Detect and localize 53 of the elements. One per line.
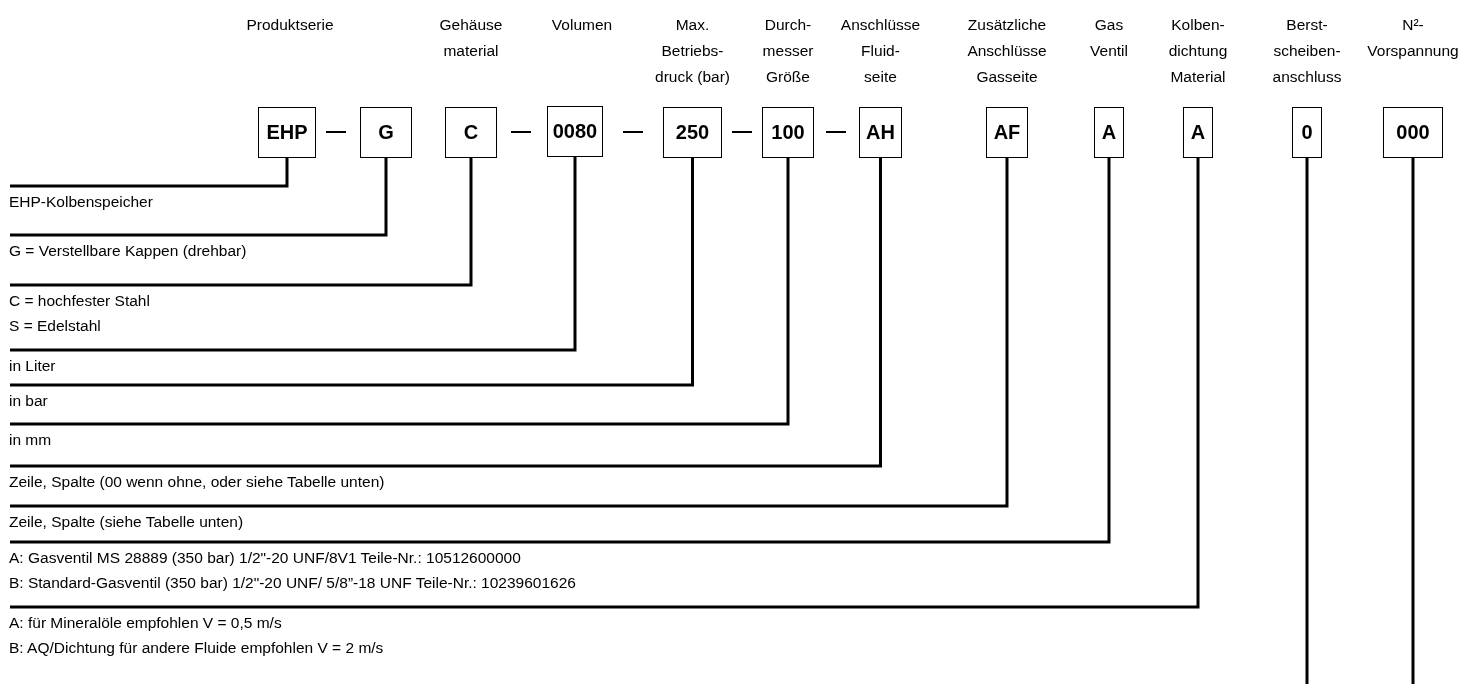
column-heading: Volumen [551,15,613,35]
code-box: 250 [663,107,722,158]
explanation-text: B: AQ/Dichtung für andere Fluide empfohlen V = 2 m/s [9,638,384,658]
separator-dash: — [732,119,752,142]
explanation-text: A: Gasventil MS 28889 (350 bar) 1/2"-20 UNF/8V1 Teile-Nr.: 10512600000 [9,548,521,568]
leader-line [1411,158,1415,684]
column-heading: N²- Vorspannung [1367,15,1459,61]
leader-line [10,158,1200,609]
code-box: AF [986,107,1028,158]
explanation-text: G = Verstellbare Kappen (drehbar) [9,241,247,261]
code-box: 0080 [547,106,603,157]
column-heading: Anschlüsse Fluid- seite [840,15,921,87]
column-heading: Kolben- dichtung Material [1168,15,1228,87]
explanation-text: in mm [9,430,52,450]
code-box: 0 [1292,107,1322,158]
leader-line [1305,158,1309,684]
separator-dash: — [511,119,531,142]
leader-line [10,158,882,468]
separator-dash: — [623,119,643,142]
column-heading: Durch- messer Größe [762,15,814,87]
leader-line [10,158,790,426]
code-box: G [360,107,412,158]
explanation-text: in Liter [9,356,56,376]
column-heading: Produktserie [246,15,334,35]
code-box: AH [859,107,902,158]
column-heading: Gehäuse material [439,15,503,61]
leader-line [10,158,694,387]
column-heading: Berst- scheiben- anschluss [1272,15,1342,87]
column-heading: Zusätzliche Anschlüsse Gasseite [967,15,1047,87]
column-heading: Gas Ventil [1090,15,1128,61]
code-box: 000 [1383,107,1443,158]
explanation-text: Zeile, Spalte (siehe Tabelle unten) [9,512,244,532]
leader-line [10,158,1111,544]
column-heading: Max. Betriebs- druck (bar) [654,15,731,87]
explanation-text: B: Standard-Gasventil (350 bar) 1/2"-20 UNF/ 5/8”-18 UNF Teile-Nr.: 10239601626 [9,573,576,593]
explanation-text: C = hochfester Stahl [9,291,150,311]
leader-line [10,158,289,188]
code-box: A [1183,107,1213,158]
code-box: EHP [258,107,316,158]
code-box: A [1094,107,1124,158]
leader-line [10,157,577,352]
separator-dash: — [826,119,846,142]
leader-line [10,158,1009,508]
explanation-text: Zeile, Spalte (00 wenn ohne, oder siehe Tabelle unten) [9,472,385,492]
explanation-text: EHP-Kolbenspeicher [9,192,153,212]
separator-dash: — [326,119,346,142]
explanation-text: in bar [9,391,48,411]
code-box: C [445,107,497,158]
explanation-text: S = Edelstahl [9,316,101,336]
code-box: 100 [762,107,814,158]
leader-line [10,158,388,237]
leader-line [10,158,473,287]
explanation-text: A: für Mineralöle empfohlen V = 0,5 m/s [9,613,282,633]
